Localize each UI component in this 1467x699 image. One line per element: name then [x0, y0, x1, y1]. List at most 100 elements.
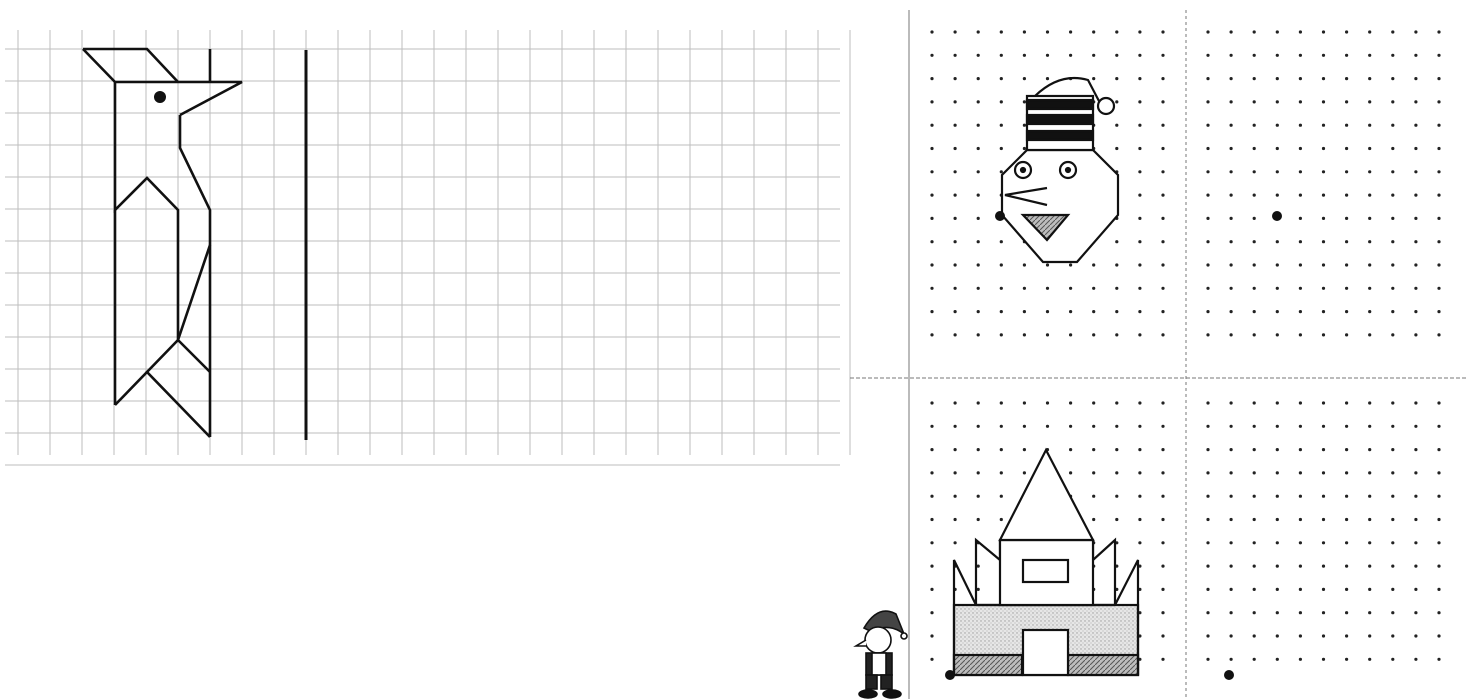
grid-dot — [930, 30, 933, 33]
grid-dot — [1069, 333, 1072, 336]
grid-dot — [1276, 310, 1279, 313]
grid-dot — [1206, 263, 1209, 266]
grid-dot — [1092, 448, 1095, 451]
grid-dot — [1276, 541, 1279, 544]
grid-dot — [1206, 541, 1209, 544]
grid-dot — [1000, 54, 1003, 57]
grid-dot — [1437, 54, 1440, 57]
grid-dot — [977, 448, 980, 451]
grid-dot — [1276, 518, 1279, 521]
grid-dot — [1138, 100, 1141, 103]
grid-dot — [1299, 217, 1302, 220]
grid-dot — [1230, 194, 1233, 197]
grid-dot — [1206, 634, 1209, 637]
grid-dot — [1437, 541, 1440, 544]
grid-dot — [977, 170, 980, 173]
grid-dot — [1368, 217, 1371, 220]
grid-dot — [1322, 401, 1325, 404]
grid-dot — [1138, 124, 1141, 127]
grid-dot — [1115, 310, 1118, 313]
grid-dot — [1000, 401, 1003, 404]
grid-dot — [1253, 287, 1256, 290]
grid-dot — [1138, 170, 1141, 173]
grid-dot — [1115, 30, 1118, 33]
grid-dot — [1206, 333, 1209, 336]
grid-dot — [1391, 124, 1394, 127]
grid-dot — [1138, 240, 1141, 243]
grid-dot — [1276, 240, 1279, 243]
grid-dot — [954, 124, 957, 127]
grid-dot — [1414, 425, 1417, 428]
grid-dot — [1368, 240, 1371, 243]
grid-dot — [1230, 100, 1233, 103]
grid-dot — [1230, 54, 1233, 57]
grid-dot — [1414, 147, 1417, 150]
grid-dot — [1000, 425, 1003, 428]
grid-dot — [1345, 194, 1348, 197]
grid-dot — [930, 147, 933, 150]
grid-dot — [1299, 518, 1302, 521]
grid-dot — [1115, 147, 1118, 150]
grid-dot — [1000, 100, 1003, 103]
grid-dot — [1299, 448, 1302, 451]
grid-dot — [954, 518, 957, 521]
grid-dot — [1322, 194, 1325, 197]
grid-dot — [1391, 333, 1394, 336]
grid-dot — [1437, 310, 1440, 313]
grid-dot — [1046, 401, 1049, 404]
grid-dot — [1230, 658, 1233, 661]
grid-dot — [1253, 471, 1256, 474]
grid-dot — [1414, 471, 1417, 474]
grid-dot — [1368, 124, 1371, 127]
grid-dot — [1069, 54, 1072, 57]
grid-dot — [1414, 240, 1417, 243]
grid-dot — [1368, 565, 1371, 568]
grid-dot — [930, 425, 933, 428]
grid-dot — [1322, 310, 1325, 313]
grid-dot — [1391, 471, 1394, 474]
grid-dot — [1161, 194, 1164, 197]
castle-figure — [954, 450, 1138, 675]
grid-dot — [930, 565, 933, 568]
grid-dot — [1299, 194, 1302, 197]
grid-dot — [1322, 634, 1325, 637]
grid-dot — [954, 170, 957, 173]
grid-dot — [1299, 588, 1302, 591]
grid-dot — [1299, 425, 1302, 428]
grid-dot — [1161, 333, 1164, 336]
grid-dot — [1276, 30, 1279, 33]
grid-dot — [1253, 565, 1256, 568]
grid-dot — [1299, 310, 1302, 313]
grid-dot — [1046, 263, 1049, 266]
grid-dot — [1414, 170, 1417, 173]
grid-dot — [1414, 333, 1417, 336]
grid-dot — [930, 217, 933, 220]
grid-dot — [1322, 170, 1325, 173]
grid-dot — [1206, 425, 1209, 428]
grid-dot — [1115, 401, 1118, 404]
grid-dot — [1345, 518, 1348, 521]
grid-dot — [1253, 495, 1256, 498]
grid-dot — [1414, 77, 1417, 80]
grid-dot — [1437, 124, 1440, 127]
grid-dot — [1345, 425, 1348, 428]
grid-dot — [930, 541, 933, 544]
grid-dot — [1345, 100, 1348, 103]
grid-dot — [977, 401, 980, 404]
grid-dot — [1299, 541, 1302, 544]
grid-dot — [1000, 170, 1003, 173]
grid-dot — [1253, 658, 1256, 661]
grid-dot — [1414, 611, 1417, 614]
grid-dot — [1368, 401, 1371, 404]
grid-dot — [1023, 287, 1026, 290]
grid-dot — [1322, 333, 1325, 336]
grid-dot — [1414, 495, 1417, 498]
grid-dot — [1161, 541, 1164, 544]
grid-dot — [1276, 611, 1279, 614]
grid-dot — [930, 401, 933, 404]
grid-dot — [1345, 217, 1348, 220]
grid-dot — [1206, 217, 1209, 220]
grid-dot — [1414, 634, 1417, 637]
square-grid — [5, 30, 850, 465]
grid-dot — [930, 658, 933, 661]
